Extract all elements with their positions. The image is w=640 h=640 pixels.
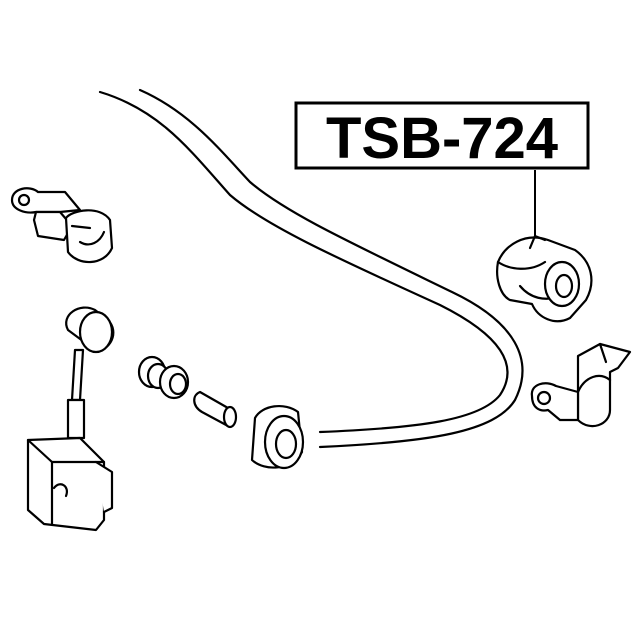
part-number-frame bbox=[294, 101, 590, 170]
link-bushing-pair bbox=[137, 355, 190, 400]
bushing-bracket bbox=[530, 342, 632, 428]
bar-end-bushing bbox=[250, 404, 305, 470]
stabilizer-bar bbox=[98, 88, 524, 449]
spacer-collar bbox=[193, 390, 238, 429]
part-number-label: TSB-724 bbox=[294, 101, 590, 171]
bracket-left bbox=[10, 187, 114, 264]
stabilizer-bushing bbox=[496, 234, 593, 323]
part-number-text: TSB-724 bbox=[326, 106, 558, 171]
stabilizer-link bbox=[26, 306, 115, 532]
